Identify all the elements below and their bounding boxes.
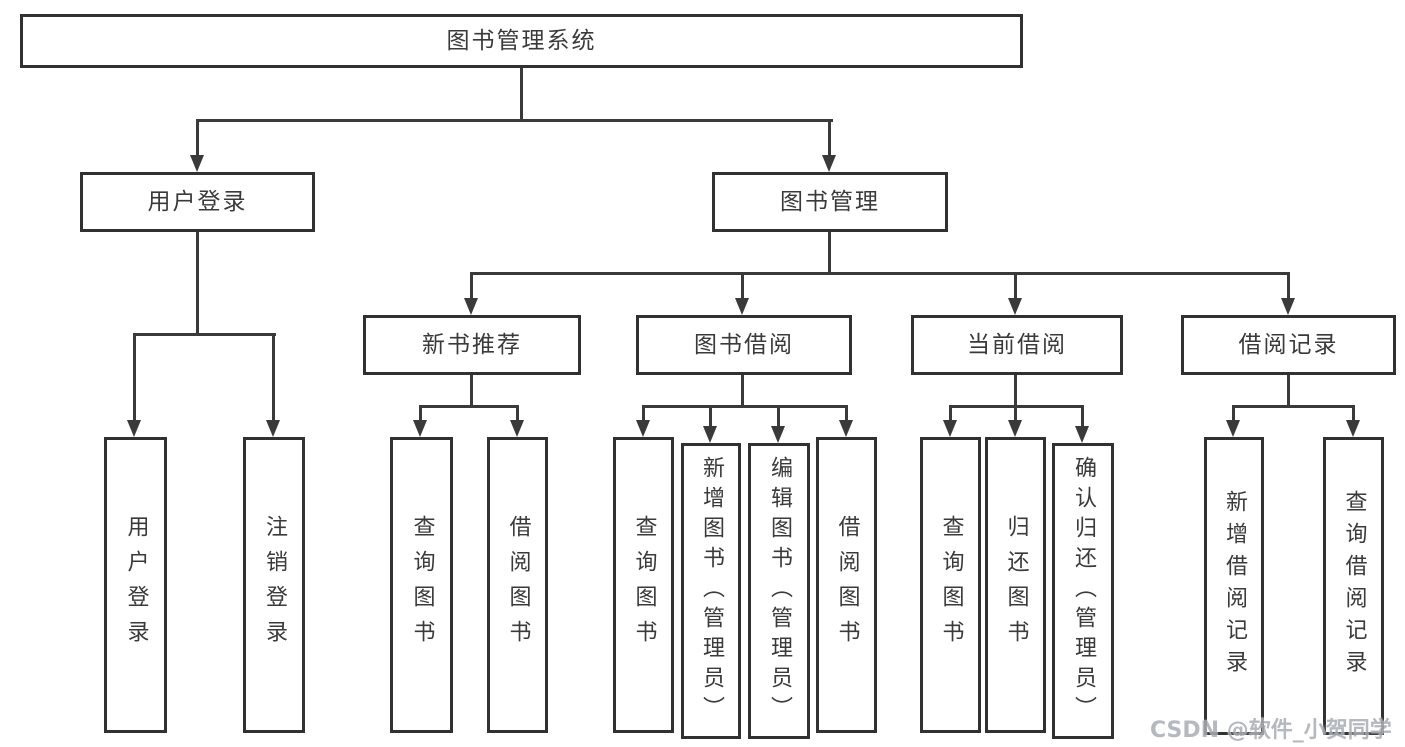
node-label: 新增借阅记录: [1222, 490, 1247, 682]
node-label: 查询图书: [631, 515, 657, 655]
node-label: 借阅图书: [505, 515, 531, 655]
connector-arrow: [1281, 272, 1295, 315]
leaf-return-book: 归还图书: [985, 437, 1046, 733]
connector-arrow: [266, 333, 280, 437]
node-label: 用户登录: [123, 515, 149, 655]
node-user-login: 用户登录: [80, 172, 315, 232]
connector-arrow: [1346, 405, 1360, 437]
node-label: 查询借阅记录: [1341, 490, 1367, 682]
connector-arrow: [636, 405, 650, 437]
leaf-query-books-borrow: 查询图书: [613, 437, 674, 733]
watermark-text: CSDN @软件_小贺同学: [1150, 718, 1392, 743]
connector-line: [133, 333, 276, 336]
leaf-query-books-recommend: 查询图书: [390, 437, 453, 733]
connector-arrow: [1226, 405, 1240, 437]
connector-line: [1232, 405, 1354, 408]
connector-arrow: [464, 272, 478, 315]
node-label: 图书管理: [780, 188, 880, 215]
connector-arrow: [943, 405, 957, 437]
node-label: 新书推荐: [422, 331, 522, 358]
connector-line: [642, 405, 847, 408]
connector-arrow: [413, 405, 427, 437]
node-label: 编辑图书（管理员）: [767, 456, 792, 726]
connector-line: [520, 68, 523, 120]
node-book-borrow: 图书借阅: [636, 315, 852, 375]
node-label: 用户登录: [147, 188, 248, 215]
node-label: 借阅图书: [834, 515, 860, 655]
connector-line: [1014, 375, 1017, 406]
leaf-borrow-books-borrow: 借阅图书: [816, 437, 877, 733]
node-label: 新增图书（管理员）: [699, 456, 724, 726]
connector-arrow: [735, 272, 749, 315]
node-label: 借阅记录: [1238, 331, 1339, 358]
connector-line: [828, 232, 831, 273]
leaf-query-books-current: 查询图书: [920, 437, 981, 733]
node-label: 当前借阅: [967, 331, 1067, 358]
leaf-confirm-return-admin: 确认归还（管理员）: [1052, 443, 1114, 739]
connector-arrow: [1008, 272, 1022, 315]
connector-arrow: [510, 405, 524, 437]
leaf-user-login: 用户登录: [104, 437, 167, 733]
node-label: 查询图书: [409, 515, 435, 655]
node-borrow-records: 借阅记录: [1181, 315, 1396, 375]
connector-arrow: [190, 119, 204, 172]
connector-arrow: [822, 119, 836, 172]
node-label: 注销登录: [262, 515, 287, 655]
connector-line: [196, 232, 199, 334]
connector-arrow: [127, 333, 141, 437]
connector-arrow: [1008, 405, 1022, 437]
connector-line: [470, 375, 473, 406]
node-root: 图书管理系统: [20, 14, 1023, 68]
leaf-add-book-admin: 新增图书（管理员）: [681, 443, 741, 739]
node-current-borrow: 当前借阅: [911, 315, 1123, 375]
connector-arrow: [703, 405, 717, 443]
connector-line: [196, 119, 833, 122]
leaf-logout: 注销登录: [243, 437, 305, 733]
leaf-edit-book-admin: 编辑图书（管理员）: [748, 443, 810, 739]
connector-line: [1287, 375, 1290, 406]
leaf-add-borrow-record: 新增借阅记录: [1204, 437, 1264, 735]
connector-line: [741, 375, 744, 406]
leaf-query-borrow-record: 查询借阅记录: [1323, 437, 1384, 735]
node-label: 图书借阅: [694, 331, 794, 358]
node-label: 查询图书: [938, 515, 964, 655]
node-new-book-recommend: 新书推荐: [363, 315, 581, 375]
connector-arrow: [771, 405, 785, 443]
connector-line: [419, 405, 519, 408]
node-book-management: 图书管理: [712, 172, 948, 232]
node-label: 图书管理系统: [446, 27, 597, 54]
connector-line: [470, 272, 1290, 275]
node-label: 确认归还（管理员）: [1071, 456, 1096, 726]
node-label: 归还图书: [1003, 515, 1029, 655]
leaf-borrow-books-recommend: 借阅图书: [487, 437, 548, 733]
connector-arrow: [839, 405, 853, 437]
connector-arrow: [1075, 405, 1089, 443]
